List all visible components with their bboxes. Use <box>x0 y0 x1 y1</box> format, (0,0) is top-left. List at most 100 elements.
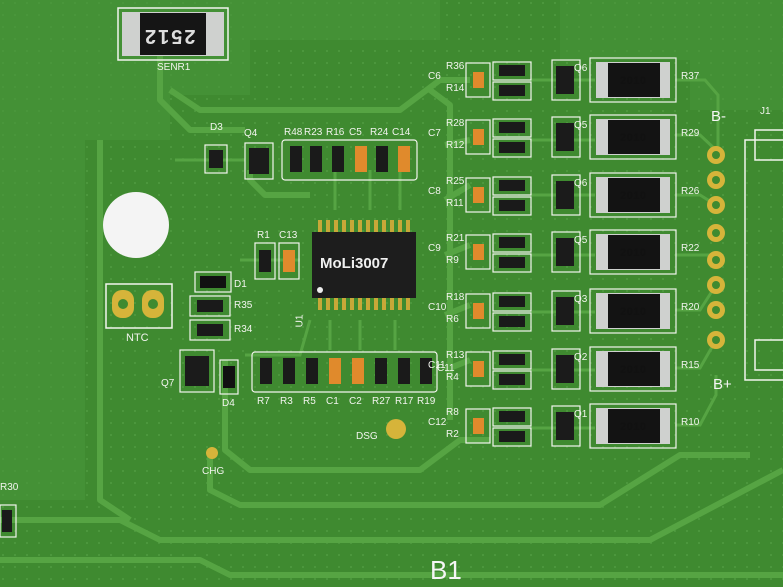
bottom-row-label: R17 <box>395 396 414 407</box>
channel-r-top-outline <box>492 292 532 312</box>
channel-r-bot-label: R6 <box>446 314 459 325</box>
top-row-part <box>376 146 388 172</box>
connector-pin-hole <box>712 151 720 159</box>
ic-pin-top <box>390 220 394 232</box>
channel-fet-outline <box>551 290 581 332</box>
channel-cap-label: C11 <box>428 360 446 371</box>
d3-label: D3 <box>210 122 223 133</box>
bottom-row-part <box>398 358 410 384</box>
channel-r-bot-outline <box>492 81 532 101</box>
ic-pin-bottom <box>326 298 330 310</box>
ic-pin-bottom <box>342 298 346 310</box>
top-row-part <box>398 146 410 172</box>
channel-r-bot <box>499 200 525 211</box>
c11-left-label: C11 <box>437 363 455 374</box>
channel-r-top <box>499 411 525 422</box>
chg-testpoint-label: CHG <box>202 466 225 477</box>
channel-cap-outline <box>465 62 491 98</box>
channel-r-top-label: R18 <box>446 292 465 303</box>
top-row-label: R16 <box>326 127 345 138</box>
connector-pin-hole <box>712 306 720 314</box>
channel-fet <box>556 297 574 325</box>
channel-fet-outline <box>551 59 581 101</box>
top-row-part <box>332 146 344 172</box>
channel-bal-outline <box>589 172 677 218</box>
sense-resistor-label: SENR1 <box>157 62 191 73</box>
connector-pin-hole <box>712 201 720 209</box>
channel-fet <box>556 355 574 383</box>
channel-r-top-outline <box>492 350 532 370</box>
top-row-label: R48 <box>284 127 303 138</box>
bottom-row-part <box>420 358 432 384</box>
channel-r-top <box>499 296 525 307</box>
sense-resistor-marking: 2512 <box>143 25 196 47</box>
channel-fet-label: Q6 <box>574 63 588 74</box>
ic-marking: MoLi3007 <box>320 255 389 272</box>
r35-label: R35 <box>234 300 253 311</box>
channel-r-bot <box>499 142 525 153</box>
channel-r-top-label: R8 <box>446 407 459 418</box>
channel-cap <box>473 418 484 434</box>
channel-bal-marking: 2010 <box>620 132 647 144</box>
channel-r-bot-outline <box>492 196 532 216</box>
channel-cap-label: C8 <box>428 186 441 197</box>
channel-cap-label: C9 <box>428 243 441 254</box>
ic-pin-top <box>406 220 410 232</box>
channel-cap-label: C7 <box>428 128 441 139</box>
channel-r-top-outline <box>492 407 532 427</box>
bottom-row-label: R27 <box>372 396 391 407</box>
channel-cap-outline <box>465 177 491 213</box>
top-row-label: C14 <box>392 127 411 138</box>
top-row-part <box>310 146 322 172</box>
r34-label: R34 <box>234 324 253 335</box>
channel-r-bot-outline <box>492 253 532 273</box>
channel-bal-outline <box>589 57 677 103</box>
channel-r-top <box>499 122 525 133</box>
channel-bal-outline <box>589 229 677 275</box>
channel-r-top-label: R28 <box>446 118 465 129</box>
connector-pin-hole <box>712 176 720 184</box>
channel-fet <box>556 412 574 440</box>
channel-r-top <box>499 237 525 248</box>
channel-r-bot-label: R4 <box>446 372 459 383</box>
bottom-row-part <box>283 358 295 384</box>
ic-pin-top <box>326 220 330 232</box>
channel-cap-outline <box>465 351 491 387</box>
channel-r-bot-label: R12 <box>446 140 465 151</box>
bottom-row-label: R19 <box>417 396 436 407</box>
channel-cap <box>473 129 484 145</box>
bottom-row-label: C2 <box>349 396 362 407</box>
channel-bal-label: R26 <box>681 186 700 197</box>
channel-r-top-label: R13 <box>446 350 465 361</box>
top-row-part <box>290 146 302 172</box>
channel-r-bot-label: R2 <box>446 429 459 440</box>
channel-bal-label: R15 <box>681 360 700 371</box>
channel-bal-outline <box>589 346 677 392</box>
ic-pin-top <box>374 220 378 232</box>
channel-r-bot-outline <box>492 312 532 332</box>
top-row-label: C5 <box>349 127 362 138</box>
channel-r-bot <box>499 257 525 268</box>
ic-pin-bottom <box>318 298 322 310</box>
ic-pin-bottom <box>366 298 370 310</box>
ic-pin-top <box>342 220 346 232</box>
channel-bal-marking: 2010 <box>620 364 647 376</box>
channel-fet-label: Q2 <box>574 352 588 363</box>
channel-cap-outline <box>465 234 491 270</box>
channel-bal-label: R22 <box>681 243 700 254</box>
channel-bal-label: R10 <box>681 417 700 428</box>
channel-fet-label: Q1 <box>574 409 588 420</box>
channel-r-bot-outline <box>492 138 532 158</box>
channel-fet-label: Q6 <box>574 178 588 189</box>
channel-r-top <box>499 354 525 365</box>
bottom-row-part <box>352 358 364 384</box>
channel-r-top-outline <box>492 233 532 253</box>
channel-fet-outline <box>551 405 581 447</box>
channel-cap-label: C6 <box>428 71 441 82</box>
bottom-row-part <box>375 358 387 384</box>
channel-cap-label: C12 <box>428 417 447 428</box>
q4-label: Q4 <box>244 128 258 139</box>
channel-fet-outline <box>551 348 581 390</box>
ic-pin-top <box>350 220 354 232</box>
